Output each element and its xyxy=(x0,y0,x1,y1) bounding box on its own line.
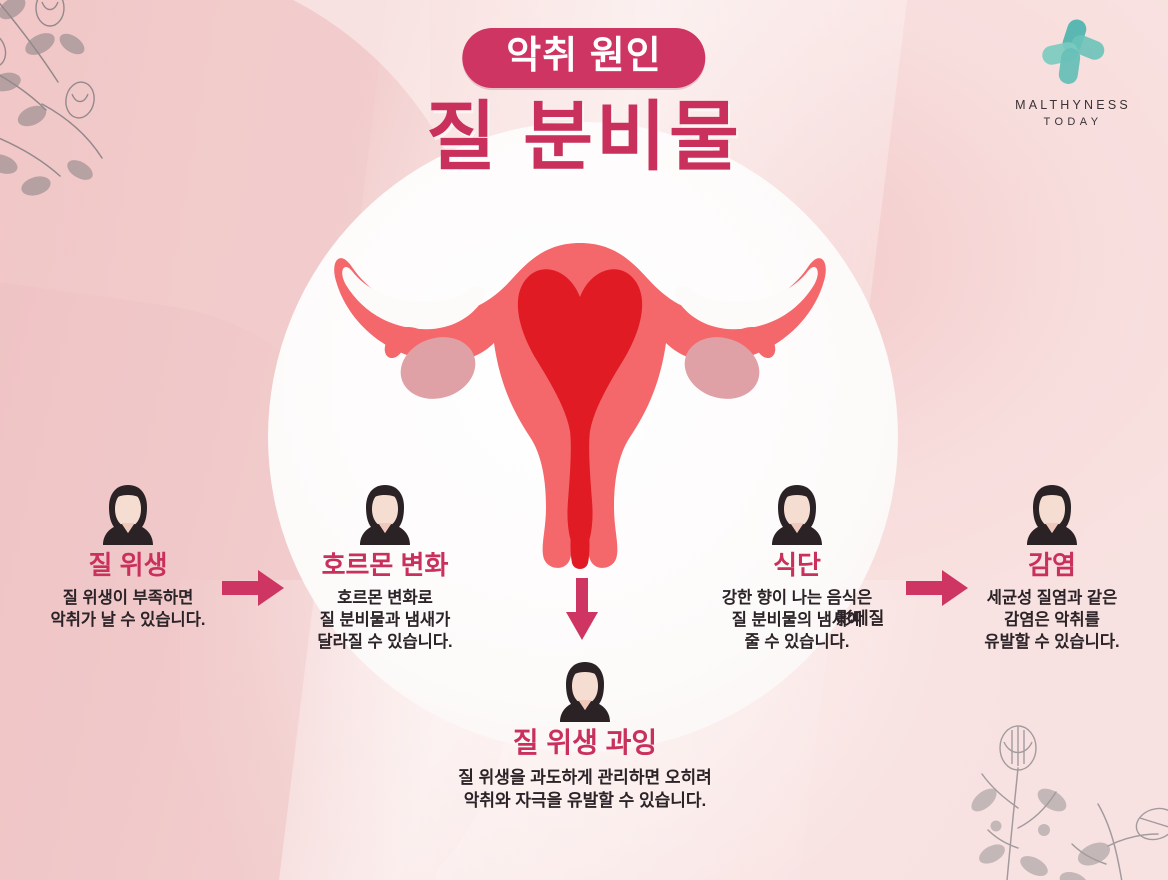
desc-line: 세균성 질염과 같은 xyxy=(986,588,1118,607)
node-title: 질 위생 과잉 xyxy=(512,727,658,758)
arrow-right-icon xyxy=(222,570,284,606)
node-hygiene: 질 위생 질 위생이 부족하면 악취가 날 수 있습니다. xyxy=(8,483,248,631)
four-petal-flower-icon xyxy=(1042,19,1105,84)
node-title: 질 위생 xyxy=(88,550,168,580)
node-description: 호르몬 변화로 질 분비물과 냄새가 달라질 수 있습니다. xyxy=(268,587,502,654)
node-over-hygiene: 질 위생 과잉 질 위생을 과도하게 관리하면 오히려 악취와 자극을 유발할 … xyxy=(390,660,780,813)
woman-avatar-icon xyxy=(103,485,153,545)
desc-line: 질 위생을 과도하게 관리하면 오히려 xyxy=(458,767,712,787)
uterus-anatomy-illustration xyxy=(334,243,826,569)
topic-badge: 악취 원인 xyxy=(462,28,706,88)
desc-line-text: 질 분비물의 냄새에 xyxy=(731,610,863,629)
woman-avatar-icon xyxy=(772,485,822,545)
overlay-glyph: 影메질 xyxy=(836,608,885,628)
desc-line: 호르몬 변화로 xyxy=(337,588,433,607)
desc-line: 강한 향이 나는 음식은 xyxy=(721,588,873,607)
node-hormone: 호르몬 변화 호르몬 변화로 질 분비물과 냄새가 달라질 수 있습니다. xyxy=(268,483,502,653)
desc-line: 질 분비물의 냄새에 影메질 xyxy=(672,609,922,631)
brand-logo: MALTHYNESS TODAY xyxy=(1004,18,1142,128)
node-infection: 감염 세균성 질염과 같은 감염은 악취를 유발할 수 있습니다. xyxy=(938,483,1166,653)
desc-line: 질 위생이 부족하면 xyxy=(62,588,194,607)
woman-avatar-icon xyxy=(1027,485,1077,545)
node-description: 세균성 질염과 같은 감염은 악취를 유발할 수 있습니다. xyxy=(938,587,1166,654)
woman-avatar-icon xyxy=(360,485,410,545)
desc-line: 달라질 수 있습니다. xyxy=(317,633,453,652)
desc-line: 감염은 악취를 xyxy=(1004,610,1100,629)
desc-line: 악취가 날 수 있습니다. xyxy=(50,610,206,629)
desc-line: 질 분비물과 냄새가 xyxy=(319,610,451,629)
node-title: 감염 xyxy=(1028,550,1076,580)
node-description: 질 위생이 부족하면 악취가 날 수 있습니다. xyxy=(8,587,248,632)
arrow-down-icon xyxy=(566,578,598,640)
node-title: 식단 xyxy=(773,550,821,580)
node-description: 강한 향이 나는 음식은 질 분비물의 냄새에 影메질 줄 수 있습니다. xyxy=(672,587,922,654)
brand-name: MALTHYNESS xyxy=(1015,98,1131,112)
brand-tagline: TODAY xyxy=(1043,116,1103,129)
node-diet: 식단 강한 향이 나는 음식은 질 분비물의 냄새에 影메질 줄 수 있습니다. xyxy=(672,483,922,653)
desc-line: 유발할 수 있습니다. xyxy=(984,633,1120,652)
arrow-right-icon xyxy=(906,570,968,606)
node-title: 호르몬 변화 xyxy=(321,550,449,580)
page-title: 질 분비물 xyxy=(426,95,742,180)
desc-line: 악취와 자극을 유발할 수 있습니다. xyxy=(463,790,707,810)
node-description: 질 위생을 과도하게 관리하면 오히려 악취와 자극을 유발할 수 있습니다. xyxy=(390,767,780,813)
desc-line: 줄 수 있습니다. xyxy=(744,633,850,652)
woman-avatar-icon xyxy=(560,662,610,722)
